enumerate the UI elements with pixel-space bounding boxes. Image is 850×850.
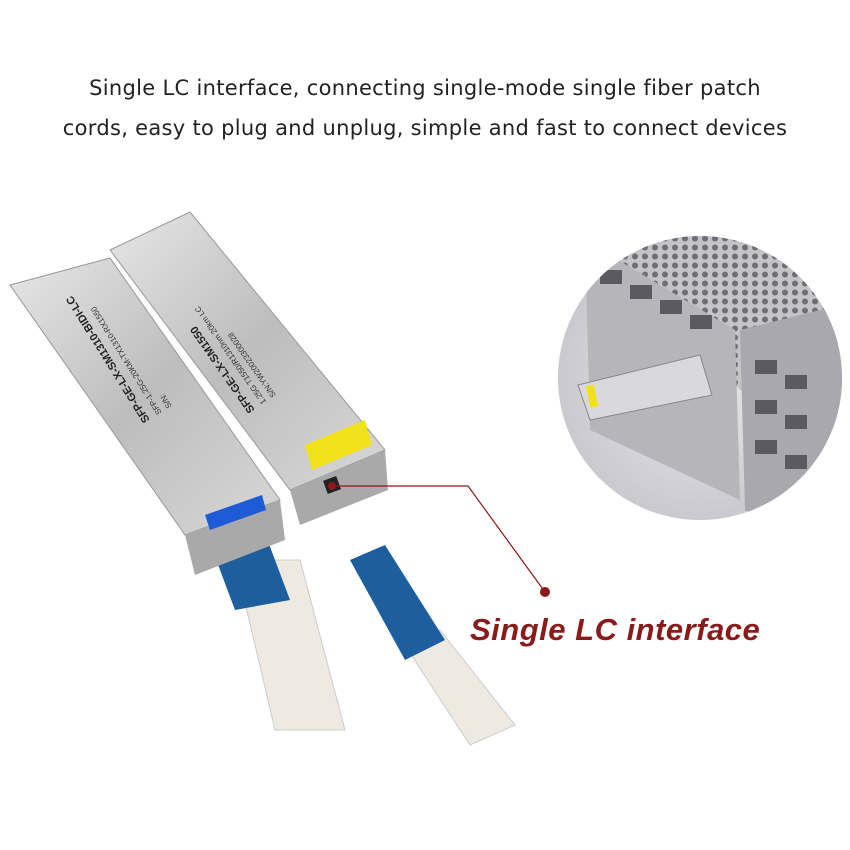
switch-inset-photo <box>558 236 842 520</box>
fiber-cable-right <box>350 545 516 746</box>
callout-label: Single LC interface <box>470 612 761 647</box>
bidi-port-blue <box>205 495 266 530</box>
sfp-module-blue: SFP-GE-LX-SM1310-BIDI-LC SFP-1.25G-20KM-… <box>9 257 285 575</box>
callout-leader <box>328 482 550 597</box>
bidi-port-yellow <box>305 420 372 470</box>
headline-line-1: Single LC interface, connecting single-m… <box>89 76 761 100</box>
headline-line-2: cords, easy to plug and unplug, simple a… <box>62 116 788 140</box>
